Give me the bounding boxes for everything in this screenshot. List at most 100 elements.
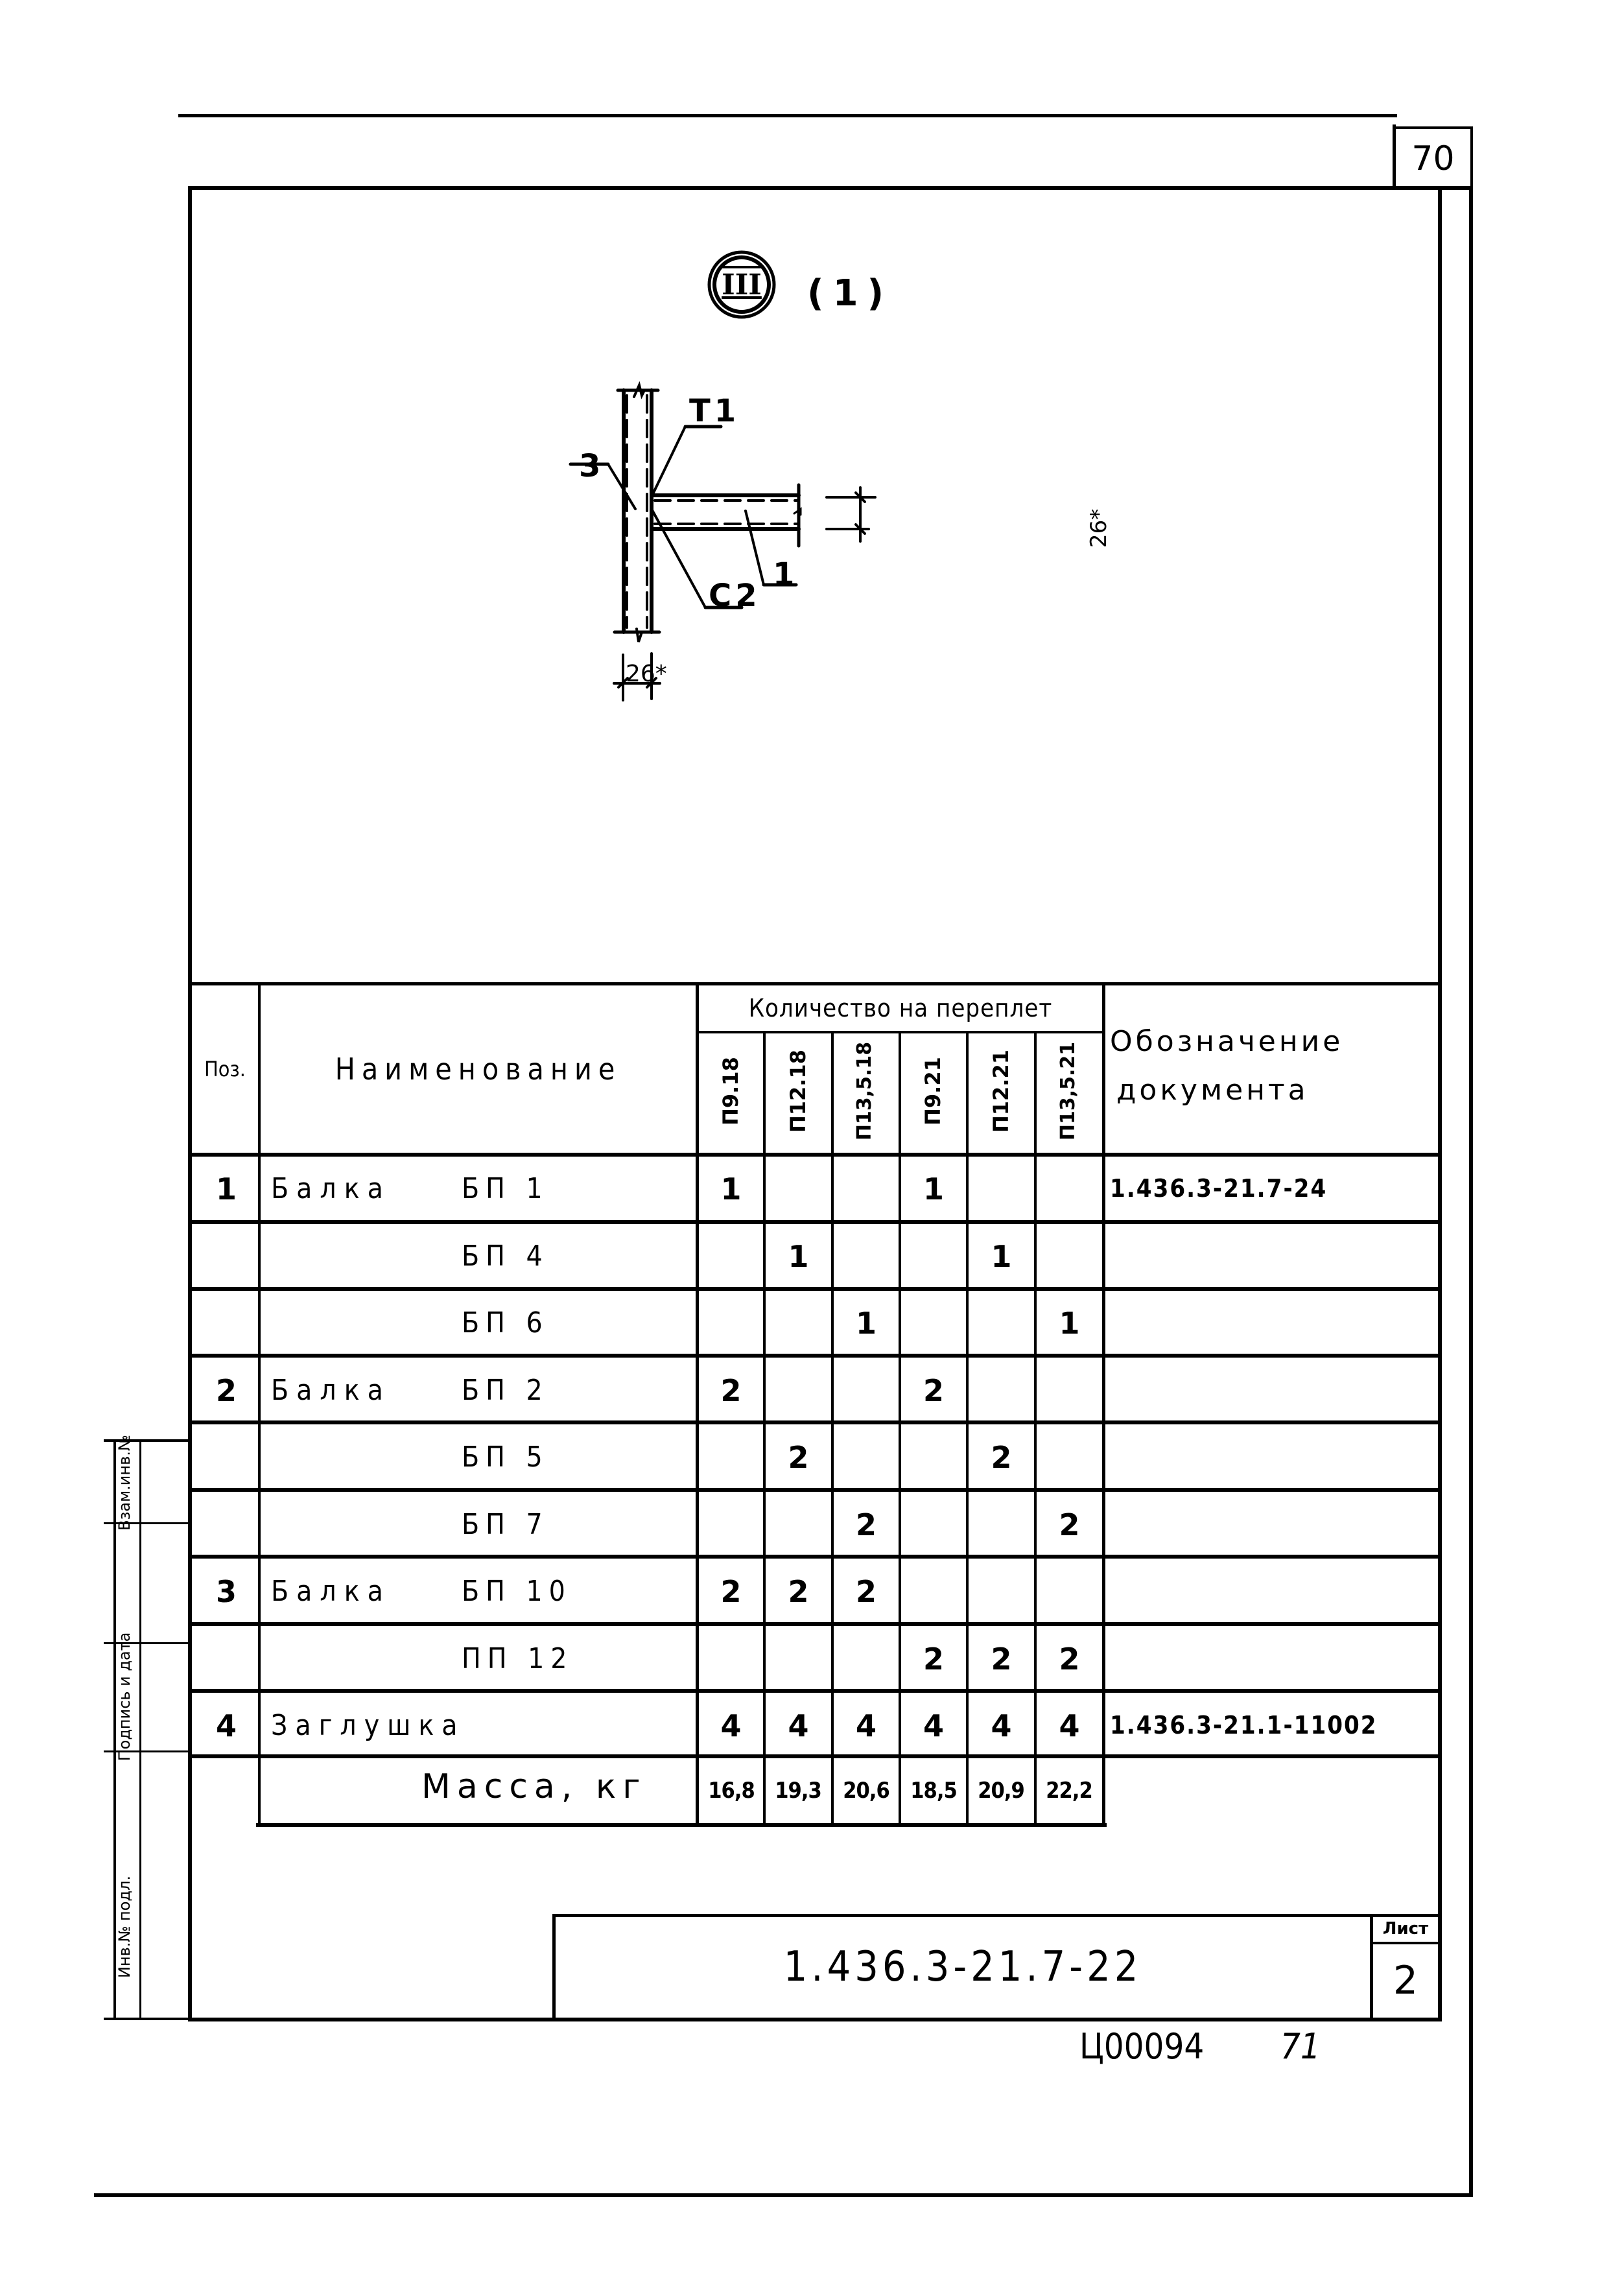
row-qty-cell: 4 — [788, 1708, 809, 1743]
row-name-code: БП 5 — [462, 1441, 549, 1474]
row-pos — [194, 1291, 258, 1356]
row-qty-cell — [969, 1157, 1034, 1221]
strip-bottom — [104, 2018, 191, 2020]
row-qty-cell: 2 — [720, 1373, 742, 1408]
row-name-code: БП 7 — [462, 1508, 549, 1541]
row-qty-cell: 2 — [855, 1507, 877, 1542]
node-detail-drawing — [569, 381, 877, 701]
header-bottom-line — [188, 1153, 1441, 1157]
strip-divider — [104, 1750, 191, 1752]
row-qty-cell: 2 — [1059, 1507, 1080, 1542]
view-mark: III — [722, 268, 762, 301]
col-line-qty — [966, 1032, 969, 1824]
row-qty-cell — [969, 1559, 1034, 1624]
qty-col-header: П13,5.21 — [1057, 1041, 1079, 1141]
outer-right-line — [1469, 189, 1473, 2195]
callout-weld-c2: С2 — [709, 578, 761, 614]
sheet-cell-left — [1370, 1914, 1373, 2020]
qty-col-header: П13,5.18 — [853, 1041, 876, 1141]
row-pos: 3 — [215, 1574, 237, 1609]
row-name-prefix: Заглушка — [271, 1709, 465, 1742]
row-qty-cell: 4 — [1059, 1708, 1080, 1743]
row-qty-cell — [901, 1425, 966, 1490]
row-qty-cell — [766, 1157, 831, 1221]
frame-bottom — [188, 2018, 1442, 2021]
callout-weld-t1: Т1 — [689, 393, 740, 429]
view-ref: (1) — [807, 272, 893, 314]
row-line — [188, 1220, 1441, 1224]
row-qty-cell — [699, 1492, 763, 1557]
row-qty-cell: 2 — [991, 1440, 1012, 1475]
strip-inner — [139, 1439, 141, 2020]
row-qty-cell — [699, 1224, 763, 1289]
row-qty-cell — [901, 1291, 966, 1356]
archive-code: Ц00094 — [1079, 2026, 1205, 2067]
row-line — [188, 1354, 1441, 1358]
row-qty-cell: 2 — [923, 1373, 944, 1408]
sheet-label: Лист — [1382, 1919, 1429, 1938]
corner-box-right — [1470, 126, 1473, 191]
view-mark-icon — [707, 250, 776, 319]
row-qty-cell — [766, 1358, 831, 1423]
row-qty-cell: 1 — [1059, 1306, 1080, 1341]
qty-col-header: П9.21 — [921, 1057, 945, 1125]
row-name-prefix: Балка — [271, 1172, 391, 1205]
row-qty-cell: 4 — [991, 1708, 1012, 1743]
qty-col-header: П9.18 — [718, 1057, 743, 1125]
row-qty-cell: 2 — [991, 1642, 1012, 1677]
row-qty-cell — [699, 1291, 763, 1356]
strip-top — [104, 1439, 191, 1442]
row-pos: 4 — [215, 1708, 237, 1743]
row-qty-cell — [834, 1157, 899, 1221]
mass-row-bottom-line — [256, 1823, 1107, 1827]
mass-value-cell: 20,6 — [843, 1778, 889, 1804]
row-qty-cell: 4 — [855, 1708, 877, 1743]
row-qty-cell — [766, 1627, 831, 1691]
row-qty-cell — [901, 1559, 966, 1624]
row-pos — [194, 1627, 258, 1691]
col-line-name — [696, 982, 699, 1825]
row-qty-cell — [969, 1291, 1034, 1356]
row-qty-cell — [1037, 1157, 1102, 1221]
sheet-number: 2 — [1393, 1958, 1418, 2003]
col-line-qty — [899, 1032, 901, 1824]
row-pos — [194, 1492, 258, 1557]
row-qty-cell — [1037, 1425, 1102, 1490]
sheet-top-line — [178, 114, 1397, 117]
dimension-vertical-member-width: 26* — [626, 661, 667, 687]
row-qty-cell: 4 — [923, 1708, 944, 1743]
row-qty-cell: 2 — [788, 1574, 809, 1609]
header-designation-line2: документа — [1116, 1074, 1309, 1107]
row-pos: 2 — [215, 1373, 237, 1408]
mass-value-cell: 19,3 — [775, 1778, 821, 1804]
row-qty-cell — [834, 1425, 899, 1490]
row-qty-cell — [969, 1358, 1034, 1423]
strip-field-3: Инв.№ подл. — [115, 1876, 134, 1978]
dimension-horizontal-member-height: 26* — [1086, 508, 1112, 548]
corner-box-left — [1393, 124, 1396, 189]
row-qty-cell — [834, 1224, 899, 1289]
mass-label: Масса, кг — [421, 1767, 647, 1806]
row-qty-cell: 2 — [720, 1574, 742, 1609]
mass-value-cell: 20,9 — [978, 1778, 1024, 1804]
bottom-page-number: 71 — [1280, 2026, 1321, 2067]
row-qty-cell: 1 — [788, 1239, 809, 1274]
mass-value-cell: 16,8 — [708, 1778, 755, 1804]
row-name-prefix: Балка — [271, 1575, 391, 1608]
row-name-code: БП 1 — [462, 1172, 549, 1205]
title-block-left — [552, 1914, 556, 2020]
row-qty-cell: 2 — [923, 1642, 944, 1677]
title-document-code: 1.436.3-21.7-22 — [783, 1943, 1142, 1991]
row-qty-cell — [699, 1425, 763, 1490]
row-qty-cell — [1037, 1559, 1102, 1624]
row-pos — [194, 1425, 258, 1490]
row-line — [188, 1420, 1441, 1424]
row-qty-cell — [766, 1291, 831, 1356]
sheet-top-line-right — [1394, 126, 1473, 129]
row-name-code: БП 4 — [462, 1240, 549, 1273]
frame-right — [1438, 189, 1442, 2020]
col-line-qty — [763, 1032, 766, 1824]
col-line-designation — [1102, 982, 1105, 1825]
row-line — [188, 1754, 1441, 1758]
callout-pos-3: 3 — [579, 448, 601, 484]
